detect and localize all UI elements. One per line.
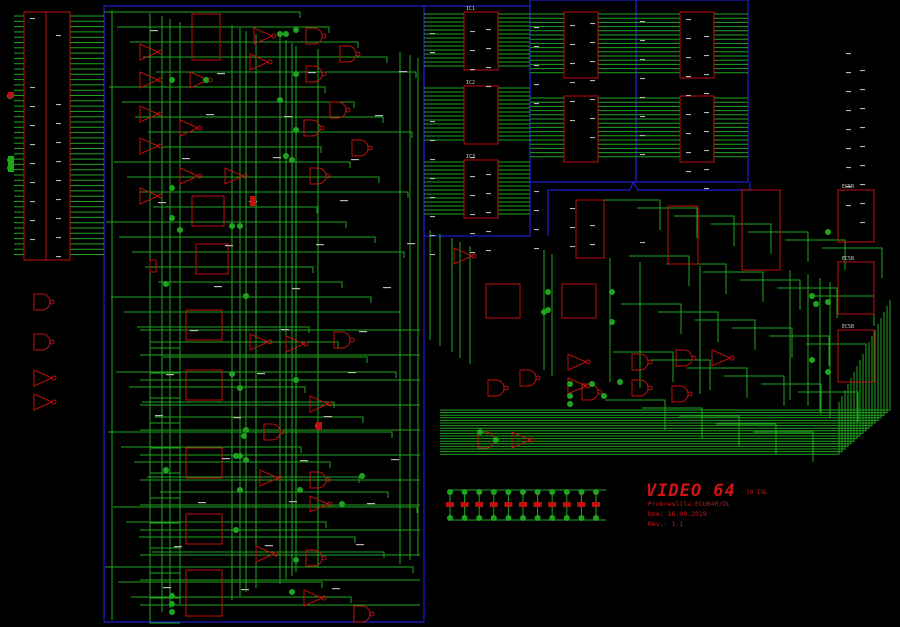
title: VIDEO 64 <box>646 481 736 501</box>
flip-flop <box>191 13 221 61</box>
components <box>23 11 875 617</box>
title-block: VIDEO 64 10 IOL Prokreslila ECU040/DL Dn… <box>646 481 768 528</box>
ic-chip <box>485 283 521 319</box>
chip-label-ic2: IC2 <box>466 80 475 86</box>
resistor-bank <box>8 92 600 507</box>
chip-label-ec5b-2: EC5B <box>842 256 854 262</box>
flip-flop <box>185 369 223 401</box>
flip-flop <box>191 195 225 227</box>
ic-chip <box>563 95 599 163</box>
author: Prokreslila ECU040/DL <box>648 500 730 508</box>
chip-label-ec5b-3: EC5B <box>842 324 854 330</box>
ic-chip <box>837 189 875 243</box>
ic-chip <box>741 189 781 271</box>
edge-connector <box>23 11 71 261</box>
wires <box>14 10 891 624</box>
ic-chip <box>463 85 499 145</box>
flip-flop <box>185 569 223 617</box>
flip-flop <box>185 513 223 545</box>
flip-flop <box>195 243 229 275</box>
ic-chip <box>837 261 875 315</box>
ic-chip <box>463 11 499 71</box>
revision-tag: 10 IOL <box>746 489 768 496</box>
ic-chip <box>563 11 599 79</box>
ic-chip <box>679 11 715 79</box>
ic-chip <box>575 199 605 259</box>
junctions <box>7 27 831 615</box>
flip-flop <box>185 447 223 479</box>
ic-chip <box>679 95 715 163</box>
logic-gates <box>33 27 735 623</box>
flip-flop <box>185 309 223 341</box>
ic-chip <box>463 159 499 219</box>
ic-chip <box>837 329 875 383</box>
chip-label-ec5b-1: EC5B <box>842 184 854 190</box>
chip-label-ic3: IC3 <box>466 154 475 160</box>
pin-labels <box>30 18 865 591</box>
revision: Rev.: 1.1 <box>648 520 683 528</box>
bus-frames <box>103 0 751 623</box>
ic-chip <box>561 283 597 319</box>
date: Dne: 16.09.2019 <box>648 510 707 518</box>
chip-label-ic1: IC1 <box>466 6 475 12</box>
ic-chip <box>667 205 699 265</box>
